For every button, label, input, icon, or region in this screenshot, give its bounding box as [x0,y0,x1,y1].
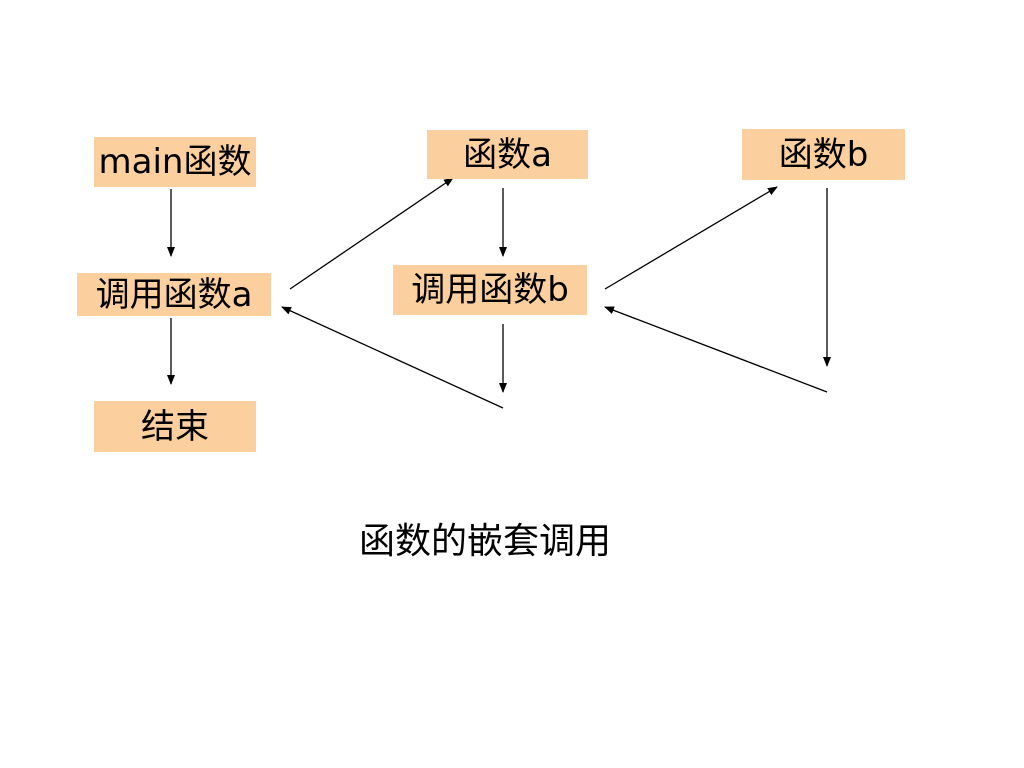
arrow-call-b-to-function-b [604,186,778,290]
end-label: 结束 [141,406,209,447]
call-function-a-label: 调用函数a [95,274,253,315]
main-function-label: main函数 [98,142,252,182]
function-a-box: 函数a [427,130,588,179]
function-b-label: 函数b [778,134,869,175]
function-a-label: 函数a [463,134,552,175]
arrow-return-to-call-b [604,306,828,393]
main-function-box: main函数 [94,137,256,187]
function-b-box: 函数b [742,129,905,180]
arrow-return-to-call-a [281,306,504,409]
diagram-caption: 函数的嵌套调用 [358,521,611,562]
end-box: 结束 [94,401,256,452]
arrow-call-a-to-function-a [289,177,454,290]
call-function-b-box: 调用函数b [393,265,587,315]
call-function-a-box: 调用函数a [77,273,271,316]
call-function-b-label: 调用函数b [411,270,569,310]
